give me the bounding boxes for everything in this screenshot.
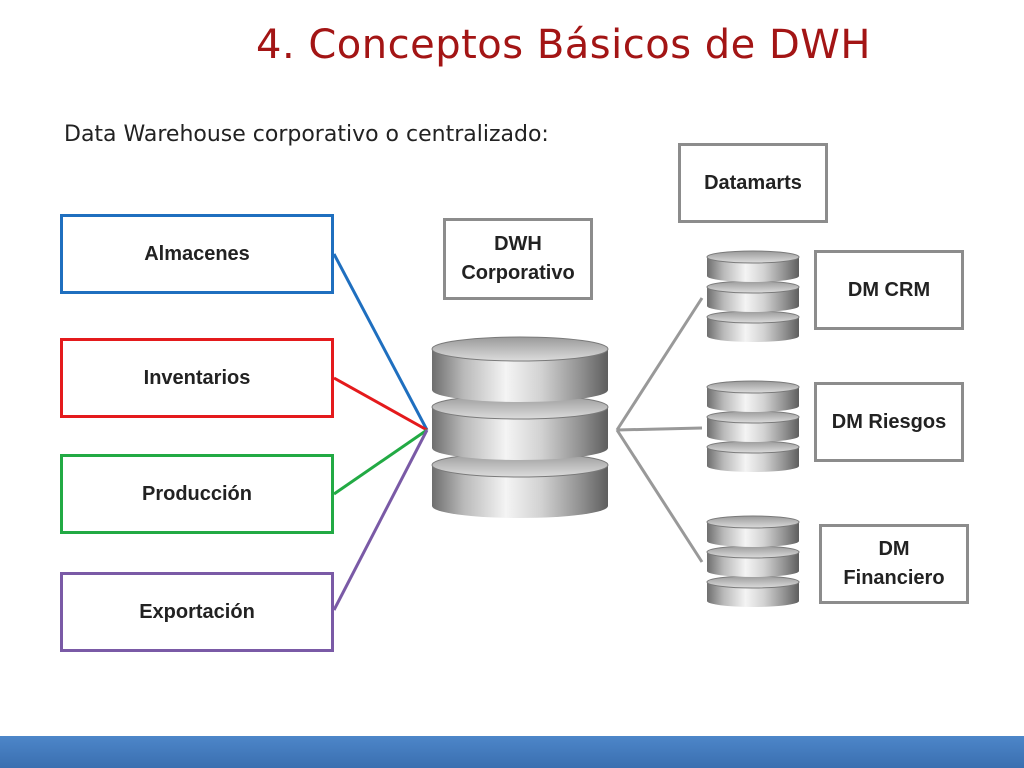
datamarts-header-box: Datamarts xyxy=(678,143,828,223)
connector-inventarios xyxy=(333,376,428,432)
source-inventarios: Inventarios xyxy=(60,338,334,418)
source-label: Producción xyxy=(141,482,252,505)
connector-dm-financiero xyxy=(615,429,704,563)
source-exportacion: Exportación xyxy=(60,572,334,652)
connector-dm-riesgos xyxy=(616,426,703,432)
connector-almacenes xyxy=(332,253,429,431)
datamarts-header: Datamarts xyxy=(704,171,802,194)
dm-label-line1: DM CRM xyxy=(847,278,931,301)
dm-label-line1: DM xyxy=(878,538,910,560)
source-label: Almacenes xyxy=(144,242,250,265)
page-title: 4. Conceptos Básicos de DWH xyxy=(256,22,871,68)
connector-produccion xyxy=(333,428,428,496)
dm-riesgos-box: DM Riesgos xyxy=(814,382,964,462)
dm-riesgos-database-icon xyxy=(706,380,800,472)
dm-crm-database-icon xyxy=(706,250,800,342)
dwh-label-line1: DWH xyxy=(494,233,542,255)
dwh-label-box: DWH Corporativo xyxy=(443,218,593,300)
dm-crm-box: DM CRM xyxy=(814,250,964,330)
dwh-database-icon xyxy=(431,336,609,518)
dm-label-line1: DM Riesgos xyxy=(831,410,947,433)
source-produccion: Producción xyxy=(60,454,334,534)
source-label: Inventarios xyxy=(143,366,251,389)
source-almacenes: Almacenes xyxy=(60,214,334,294)
dm-label-line2: Financiero xyxy=(843,567,945,589)
source-label: Exportación xyxy=(139,600,255,623)
connector-exportacion xyxy=(332,429,429,611)
page-subtitle: Data Warehouse corporativo o centralizad… xyxy=(64,122,549,147)
connector-dm-crm xyxy=(615,297,704,431)
dm-financiero-database-icon xyxy=(706,515,800,607)
dwh-label-line2: Corporativo xyxy=(461,262,575,284)
footer-bar xyxy=(0,736,1024,768)
dm-financiero-box: DM Financiero xyxy=(819,524,969,604)
